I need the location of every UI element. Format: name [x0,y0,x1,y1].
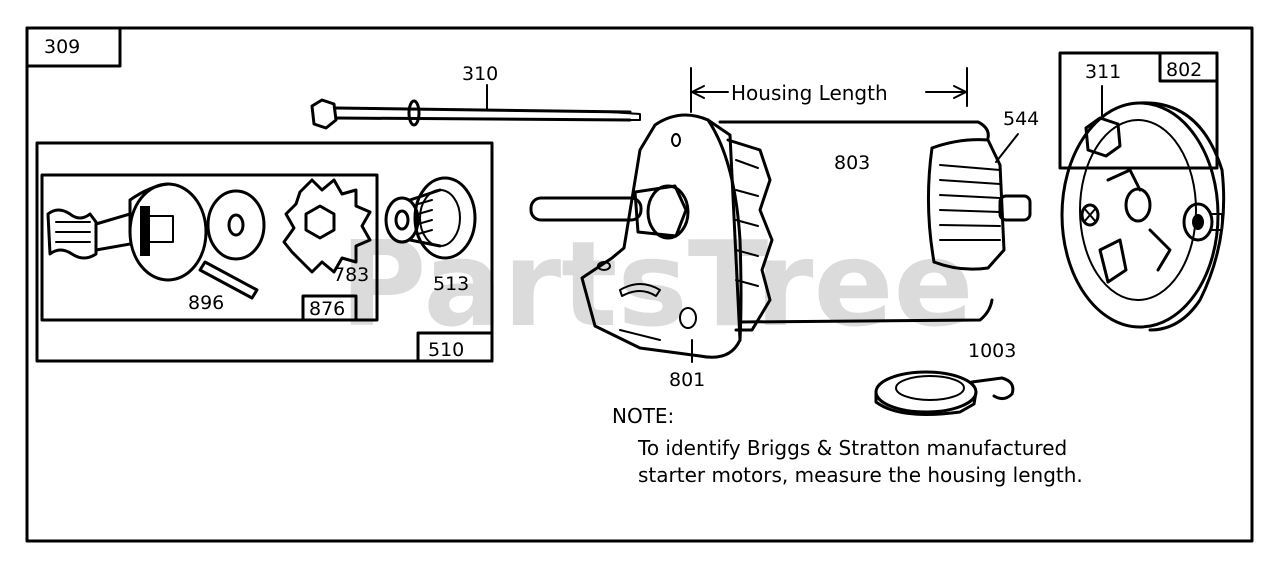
label-513: 513 [433,273,469,295]
note-heading: NOTE: [612,404,674,428]
outer-frame [25,26,1254,543]
label-803: 803 [834,152,870,174]
group-box-876 [40,173,379,322]
label-box-510 [416,331,494,363]
dim-arrow-right [925,85,967,99]
clip-1003-part [874,370,1015,416]
end-plate-801-part [529,113,774,359]
label-802: 802 [1166,59,1202,81]
leader-544 [995,133,1019,163]
label-876: 876 [309,298,345,320]
watermark: PartsTree [340,215,974,353]
label-801: 801 [669,369,705,391]
drive-clutch-part [46,182,208,282]
note-line-2: starter motors, measure the housing leng… [638,463,1083,487]
note-line-1: To identify Briggs & Stratton manufactur… [637,436,1067,460]
pin-896-part [198,260,259,300]
armature-544-part [926,138,1032,271]
label-311: 311 [1085,61,1121,83]
label-310: 310 [462,63,498,85]
gear-783-part [282,178,372,274]
housing-803-part [718,120,994,324]
label-896: 896 [188,292,224,314]
label-box-802 [1158,51,1219,83]
group-box-510 [35,141,494,363]
washer-part [206,189,266,261]
housing-length-label: Housing Length [731,81,888,105]
part-513 [384,176,477,260]
label-1003: 1003 [968,340,1016,362]
label-510: 510 [428,339,464,361]
end-cap-802-part [1060,101,1226,332]
label-box-876 [301,294,358,322]
dim-arrow-left [691,85,729,99]
bolt-310-part [310,98,641,130]
label-783: 783 [333,264,369,286]
group-box-802 [1058,51,1219,170]
label-544: 544 [1003,108,1039,130]
label-box-309 [25,26,122,68]
label-309: 309 [44,36,80,58]
